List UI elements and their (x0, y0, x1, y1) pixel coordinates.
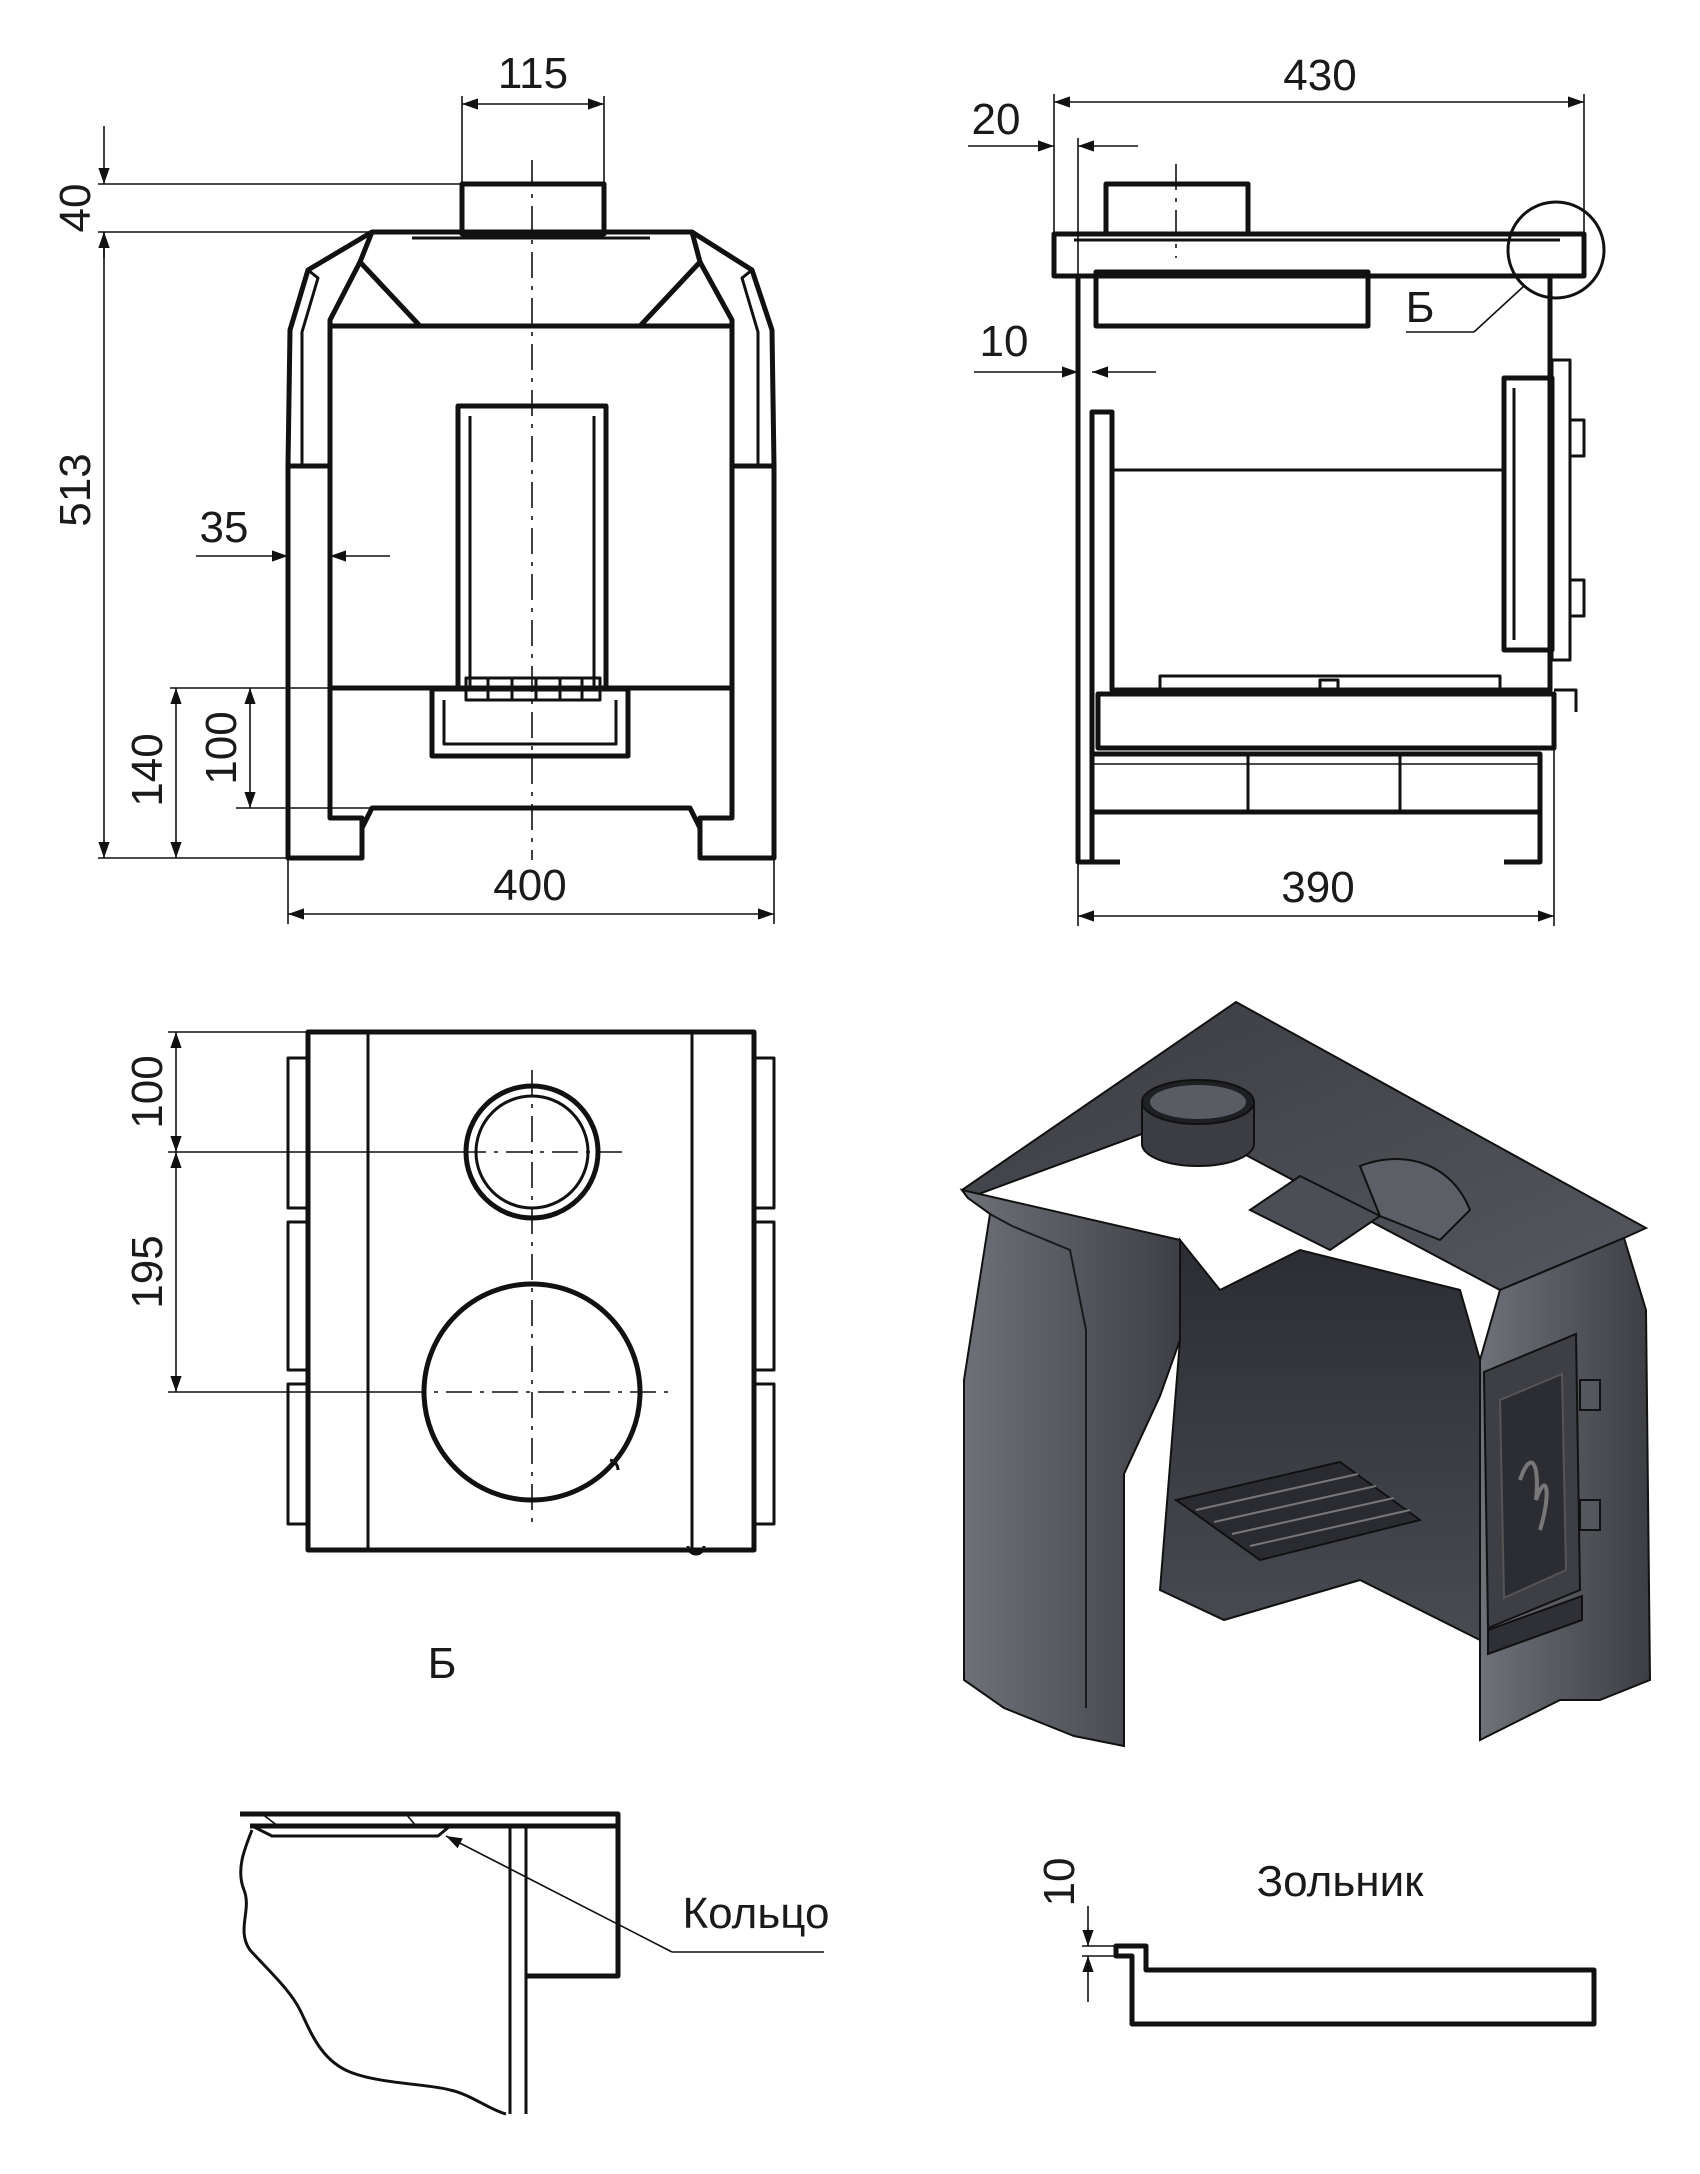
dim-label-top-100: 100 (123, 1055, 172, 1128)
left-leg (285, 466, 365, 861)
side-ash-pan (1095, 691, 1557, 751)
ash-pan-dim-10: 10 (1035, 1858, 1084, 1907)
side-brackets-right (752, 1056, 776, 1526)
dim-label-195: 195 (123, 1235, 172, 1308)
front-view: 115 40 513 35 140 100 400 (51, 49, 777, 924)
dim-label-390: 390 (1281, 863, 1354, 912)
side-brackets-left (286, 1056, 310, 1526)
side-door (1501, 358, 1586, 662)
ash-pan-detail: Зольник 10 (1035, 1857, 1597, 2027)
render-door (1482, 1332, 1601, 1656)
flue-pipe (459, 181, 607, 237)
side-flue-pipe (1103, 181, 1251, 237)
base-arch (359, 805, 703, 831)
dim-label-513: 513 (51, 453, 100, 526)
render-flue-pipe (1141, 1079, 1255, 1167)
side-body (1075, 276, 1553, 865)
ash-pan (429, 690, 631, 759)
top-cap (357, 229, 703, 329)
detail-b: Б Кольцо (239, 1639, 830, 2116)
ring-label: Кольцо (683, 1889, 830, 1938)
render-grate (1173, 1460, 1423, 1562)
dim-label-10: 10 (980, 317, 1029, 366)
dim-label-115: 115 (498, 49, 568, 98)
top-plate-outline (305, 1029, 757, 1553)
ash-pan-profile (1113, 1943, 1597, 2027)
ash-pan-title: Зольник (1257, 1857, 1425, 1906)
dim-label-35: 35 (200, 503, 249, 552)
detail-callout-label: Б (1406, 283, 1435, 332)
break-line (239, 1829, 507, 2116)
side-view: Б 430 20 10 390 (968, 51, 1606, 926)
dim-label-100: 100 (197, 711, 246, 784)
top-view: 100 195 (123, 1029, 776, 1556)
right-leg (697, 466, 777, 861)
dim-label-20: 20 (972, 95, 1021, 144)
dim-label-430: 430 (1283, 51, 1356, 100)
dim-label-140: 140 (123, 733, 172, 806)
detail-b-title: Б (428, 1639, 457, 1688)
dim-label-400: 400 (493, 861, 566, 910)
detail-callout-circle (1506, 200, 1606, 300)
render-firebox (1158, 1237, 1481, 1642)
stove-3d-render (959, 1000, 1652, 1748)
side-base (1089, 751, 1543, 815)
firebox-body (327, 323, 735, 691)
dim-label-40: 40 (51, 184, 100, 233)
top-plate (1051, 231, 1587, 279)
